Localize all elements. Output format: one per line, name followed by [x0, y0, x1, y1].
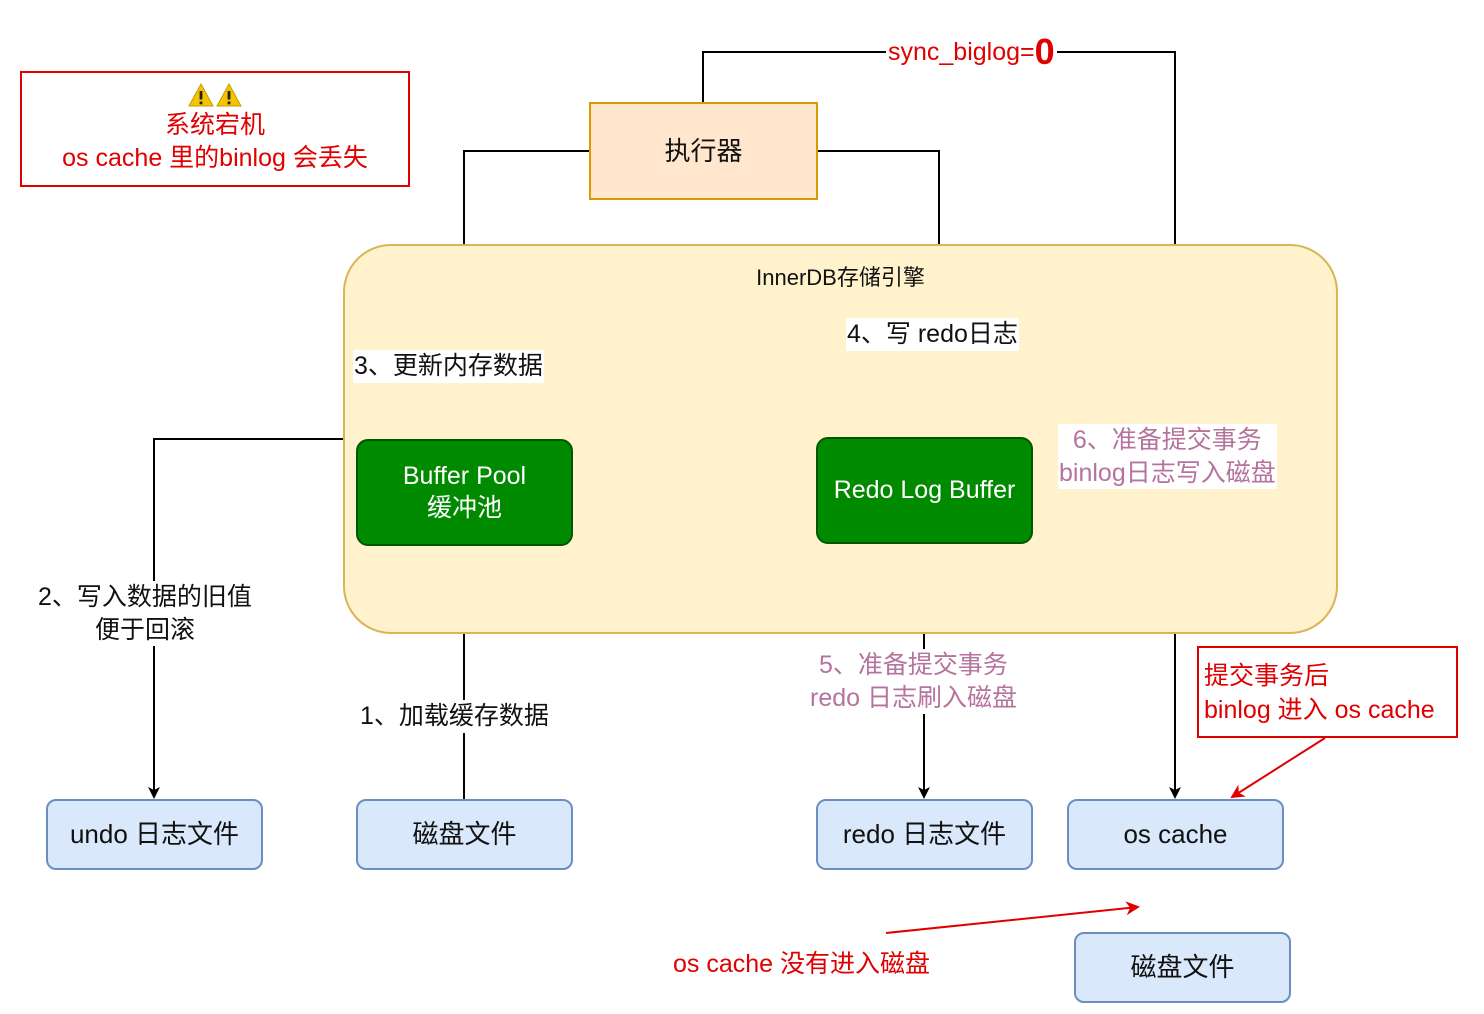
note-line1: 提交事务后 — [1204, 662, 1330, 690]
redo-log-buffer-label: Redo Log Buffer — [833, 475, 1016, 504]
step-6-line2: binlog日志写入磁盘 — [1059, 458, 1276, 487]
binlog-os-cache-note: 提交事务后 binlog 进入 os cache — [1197, 646, 1458, 738]
redo-log-file-node: redo 日志文件 — [816, 799, 1033, 870]
buffer-pool-subtitle: 缓冲池 — [426, 493, 502, 522]
buffer-pool-node: Buffer Pool 缓冲池 — [356, 439, 573, 546]
step-6-label: 6、准备提交事务 binlog日志写入磁盘 — [1058, 424, 1277, 489]
warning-icon — [216, 83, 242, 107]
executor-label: 执行器 — [664, 135, 743, 166]
engine-to-undo-log-arrow — [148, 438, 343, 799]
undo-log-file-label: undo 日志文件 — [69, 819, 240, 850]
warning-line1: 系统宕机 — [164, 111, 265, 139]
step-1-label: 1、加载缓存数据 — [359, 700, 550, 733]
warning-callout: 系统宕机 os cache 里的binlog 会丢失 — [20, 71, 410, 187]
disk-file-2-label: 磁盘文件 — [1130, 952, 1235, 983]
step-5-line2: redo 日志刷入磁盘 — [810, 683, 1017, 712]
step-2-line2: 便于回滚 — [94, 615, 195, 644]
step-5-label: 5、准备提交事务 redo 日志刷入磁盘 — [809, 649, 1018, 714]
os-cache-to-disk-red-arrow — [885, 901, 1140, 934]
disk-file-2-node: 磁盘文件 — [1074, 932, 1291, 1003]
sync-binlog-label: sync_biglog=0 — [886, 31, 1057, 72]
bottom-note-text: os cache 没有进入磁盘 — [673, 950, 931, 978]
warning-line2: os cache 里的binlog 会丢失 — [62, 144, 368, 172]
note-to-os-cache-arrow — [1230, 737, 1326, 799]
undo-log-file-node: undo 日志文件 — [46, 799, 263, 870]
note-line2: binlog 进入 os cache — [1204, 695, 1435, 724]
warning-icon — [188, 83, 214, 107]
step-2-line1: 2、写入数据的旧值 — [38, 583, 252, 611]
step-4-label: 4、写 redo日志 — [846, 318, 1019, 351]
os-cache-not-on-disk-note: os cache 没有进入磁盘 — [672, 948, 931, 981]
sync-binlog-prefix: sync_biglog= — [888, 37, 1035, 66]
buffer-pool-name: Buffer Pool — [402, 462, 527, 491]
redo-log-file-label: redo 日志文件 — [842, 819, 1007, 850]
step-6-line1: 6、准备提交事务 — [1072, 426, 1262, 454]
step-3-label: 3、更新内存数据 — [353, 350, 544, 383]
os-cache-label: os cache — [1123, 819, 1228, 850]
engine-title: InnerDB存储引擎 — [756, 265, 925, 290]
step-4-text: 4、写 redo日志 — [847, 320, 1018, 348]
step-5-line1: 5、准备提交事务 — [819, 651, 1008, 679]
disk-file-label: 磁盘文件 — [412, 819, 517, 850]
warning-icons — [188, 83, 242, 107]
step-3-text: 3、更新内存数据 — [354, 352, 543, 380]
sync-binlog-value: 0 — [1034, 31, 1055, 72]
executor-node: 执行器 — [589, 102, 818, 200]
redo-log-buffer-node: Redo Log Buffer — [816, 437, 1033, 544]
disk-file-node: 磁盘文件 — [356, 799, 573, 870]
step-1-text: 1、加载缓存数据 — [360, 702, 549, 730]
os-cache-node: os cache — [1067, 799, 1284, 870]
step-2-label: 2、写入数据的旧值 便于回滚 — [37, 581, 253, 646]
